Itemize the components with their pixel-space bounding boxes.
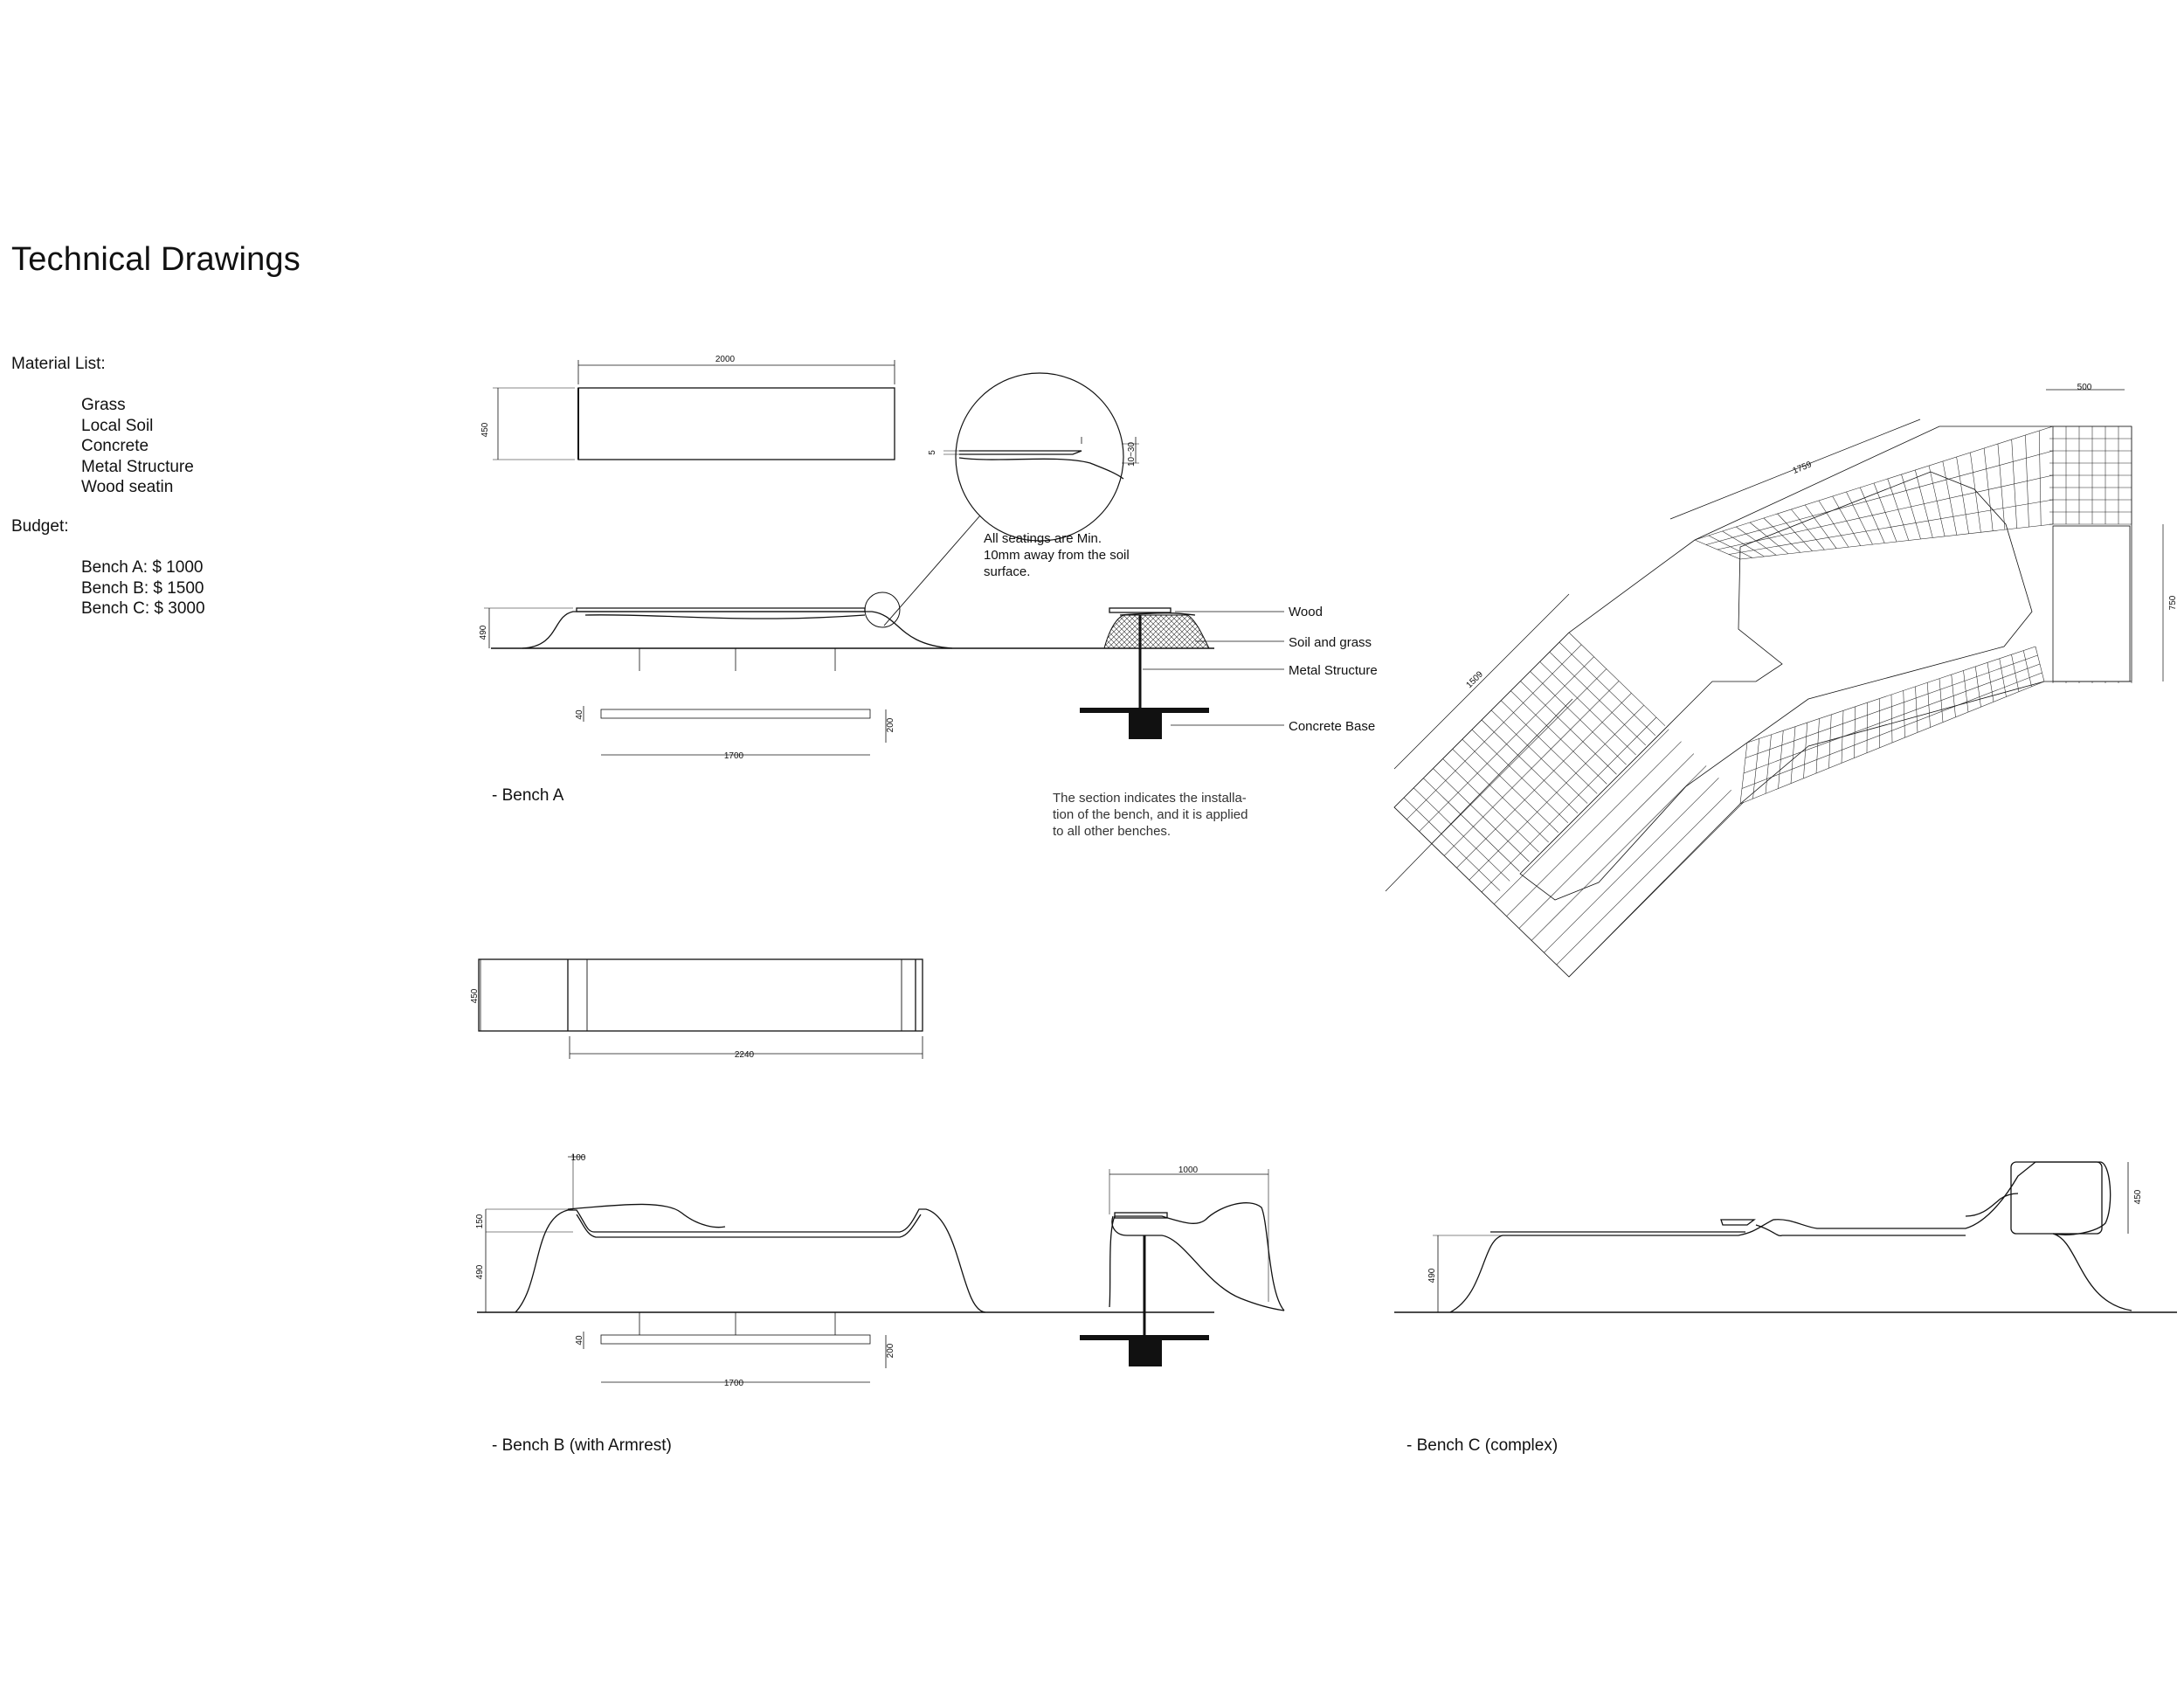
budget-item: Bench C: $ 3000 bbox=[81, 599, 205, 618]
bench-a-dim-height: 490 bbox=[479, 625, 488, 640]
bench-a-dim-base-width: 1700 bbox=[724, 751, 744, 761]
detail-note: All seatings are Min. 10mm away from the… bbox=[984, 530, 1130, 580]
bench-b-dim-depth: 450 bbox=[470, 988, 480, 1003]
section-note-line: to all other benches. bbox=[1053, 824, 1171, 839]
material-item: Wood seatin bbox=[81, 478, 174, 496]
bench-c-elevation bbox=[1394, 1161, 2177, 1313]
material-list: Grass Local Soil Concrete Metal Structur… bbox=[81, 395, 194, 498]
section-label-metal: Metal Structure bbox=[1289, 663, 1378, 678]
bench-c-dim-b: 1509 bbox=[1464, 669, 1485, 690]
material-item: Local Soil bbox=[81, 416, 154, 435]
material-item: Grass bbox=[81, 396, 126, 414]
section-label-concrete: Concrete Base bbox=[1289, 719, 1375, 734]
bench-b-elevation bbox=[477, 1153, 1214, 1383]
detail-note-line: 10mm away from the soil bbox=[984, 548, 1130, 563]
bench-b-dim-height: 490 bbox=[475, 1264, 485, 1279]
page-title: Technical Drawings bbox=[11, 241, 301, 278]
bench-b-dim-base-offset: 40 bbox=[575, 1335, 584, 1346]
budget-heading: Budget: bbox=[11, 517, 69, 536]
section-note-line: tion of the bench, and it is applied bbox=[1053, 807, 1248, 822]
bench-b-section bbox=[1080, 1169, 1285, 1366]
bench-b-dim-section-width: 1000 bbox=[1178, 1166, 1199, 1175]
bench-b-dim-base-width: 1700 bbox=[724, 1379, 744, 1388]
bench-b-plan bbox=[478, 958, 923, 1059]
bench-a-caption: - Bench A bbox=[492, 786, 564, 805]
bench-c-dim-height: 490 bbox=[1427, 1268, 1437, 1283]
bench-a-detail-dim-gap: 10~30 bbox=[1127, 442, 1137, 467]
bench-c-caption: - Bench C (complex) bbox=[1406, 1436, 1559, 1455]
bench-a-detail-dim-thickness: 5 bbox=[928, 450, 937, 455]
bench-c-plan bbox=[1385, 389, 2164, 978]
bench-c-dim-d: 750 bbox=[2168, 595, 2178, 610]
budget-item: Bench A: $ 1000 bbox=[81, 558, 204, 577]
bench-a-dim-base-offset: 40 bbox=[575, 709, 584, 720]
bench-b-caption: - Bench B (with Armrest) bbox=[492, 1436, 672, 1455]
section-note: The section indicates the installa- tion… bbox=[1053, 790, 1248, 840]
section-label-wood: Wood bbox=[1289, 605, 1323, 619]
bench-a-dim-depth: 450 bbox=[480, 422, 490, 437]
budget-list: Bench A: $ 1000 Bench B: $ 1500 Bench C:… bbox=[81, 557, 205, 619]
detail-note-line: surface. bbox=[984, 564, 1031, 579]
bench-b-dim-armrest-height: 150 bbox=[475, 1214, 485, 1228]
material-item: Metal Structure bbox=[81, 457, 194, 476]
bench-a-elevation bbox=[484, 591, 1214, 756]
bench-b-dim-base-height: 200 bbox=[886, 1343, 895, 1358]
bench-a-plan bbox=[493, 360, 895, 460]
section-detail bbox=[1080, 607, 1284, 739]
material-list-heading: Material List: bbox=[11, 355, 106, 373]
bench-a-dim-width: 2000 bbox=[715, 355, 736, 364]
material-item: Concrete bbox=[81, 437, 149, 455]
bench-a-dim-base-height: 200 bbox=[886, 717, 895, 732]
bench-b-dim-armrest: 100 bbox=[571, 1153, 586, 1163]
bench-c-dim-c: 500 bbox=[2077, 383, 2092, 392]
budget-item: Bench B: $ 1500 bbox=[81, 578, 204, 598]
bench-c-dim-back-height: 450 bbox=[2133, 1189, 2143, 1204]
bench-a-detail bbox=[883, 372, 1139, 626]
detail-note-line: All seatings are Min. bbox=[984, 531, 1102, 546]
bench-b-dim-width: 2240 bbox=[735, 1050, 755, 1060]
section-note-line: The section indicates the installa- bbox=[1053, 791, 1247, 806]
bench-c-dim-a: 1759 bbox=[1792, 460, 1814, 476]
section-label-soil: Soil and grass bbox=[1289, 635, 1372, 650]
